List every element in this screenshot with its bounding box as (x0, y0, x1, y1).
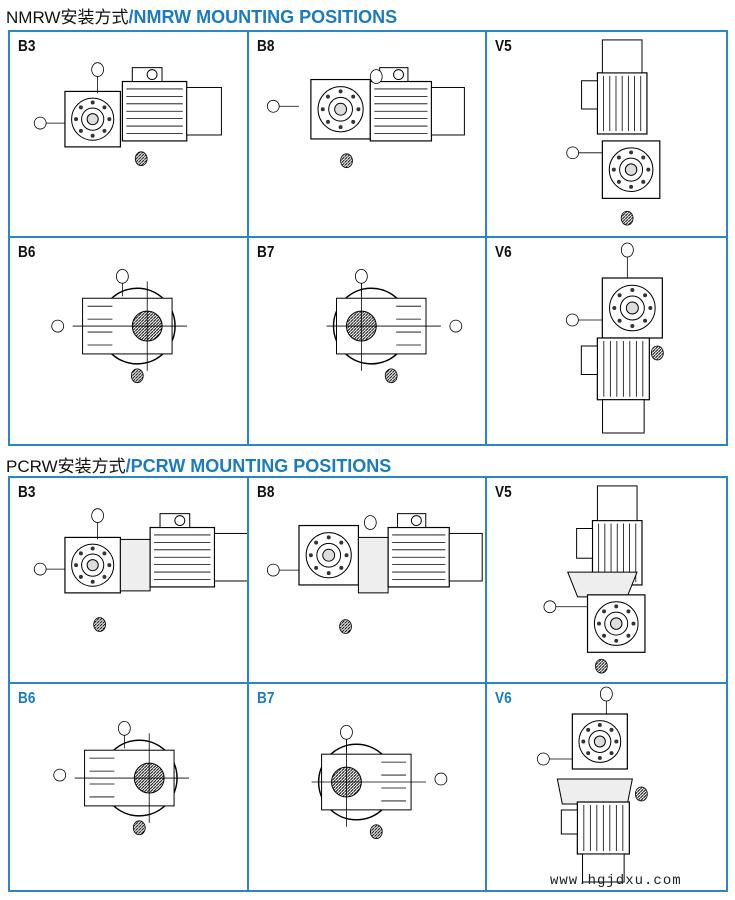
mounting-position-b6: B6 (10, 684, 249, 890)
motor-drawing (121, 67, 222, 142)
title-cn: NMRW安装方式 (6, 8, 129, 27)
motor-drawing (561, 801, 631, 883)
drain-plug-icon (384, 368, 398, 384)
motor-drawing (369, 67, 465, 142)
mounting-position-b8: B8 (248, 32, 488, 238)
mounting-diagram (33, 62, 222, 167)
position-label: B8 (256, 484, 275, 501)
end-view-drawing (311, 737, 426, 827)
mounting-position-b3: B3 (10, 478, 249, 684)
mounting-diagram (51, 269, 187, 384)
end-view-drawing (326, 281, 441, 371)
title-en: /PCRW MOUNTING POSITIONS (125, 456, 392, 476)
mounting-diagram (266, 513, 483, 634)
position-label: V6 (495, 244, 512, 261)
drain-plug-icon (134, 151, 148, 167)
mounting-diagram (33, 508, 247, 632)
gearbox-drawing (64, 90, 121, 148)
vent-plug-icon (339, 724, 353, 740)
mounting-position-b3: B3 (10, 32, 249, 238)
drain-plug-icon (595, 658, 609, 674)
level-plug-icon (566, 146, 580, 160)
drain-plug-icon (369, 824, 383, 840)
position-label: B7 (256, 690, 275, 707)
mounting-diagram (537, 686, 649, 883)
gearbox-drawing (602, 140, 661, 199)
mounting-position-b8: B8 (248, 478, 488, 684)
end-view-drawing (72, 281, 187, 371)
section-title-nmrw: NMRW安装方式/NMRW MOUNTING POSITIONS (6, 3, 397, 28)
mounting-diagram (266, 67, 465, 169)
vent-plug-icon (369, 69, 383, 84)
mounting-position-b7: B7 (249, 238, 488, 444)
level-plug-icon (543, 600, 557, 614)
mounting-position-b7: B7 (249, 684, 488, 890)
drain-plug-icon (338, 619, 352, 634)
mounting-diagram (53, 720, 189, 836)
mounting-diagram (566, 242, 665, 434)
title-cn: PCRW安装方式 (6, 457, 126, 476)
vent-plug-icon (354, 269, 368, 284)
mounting-position-v6: V6 (487, 238, 726, 444)
mounting-position-v6: V6 (487, 684, 726, 890)
motor-drawing (149, 513, 247, 588)
level-plug-icon (51, 319, 65, 333)
vent-plug-icon (117, 720, 131, 736)
vent-plug-icon (91, 62, 104, 77)
position-label: B7 (256, 244, 275, 261)
motor-drawing (387, 513, 483, 588)
position-label: B3 (18, 484, 36, 501)
motor-drawing (576, 485, 643, 586)
position-label: V5 (495, 484, 512, 501)
gearbox-drawing (64, 536, 121, 594)
level-plug-icon (266, 563, 280, 577)
end-view-drawing (74, 733, 189, 823)
drain-plug-icon (132, 820, 146, 836)
position-label: B8 (256, 38, 275, 55)
drain-plug-icon (93, 617, 106, 632)
motor-drawing (581, 337, 651, 434)
position-label: B6 (18, 244, 36, 261)
mounting-position-v5: V5 (487, 478, 726, 684)
level-plug-icon (33, 562, 47, 576)
level-plug-icon (537, 752, 551, 766)
gearbox-drawing (587, 594, 646, 653)
level-plug-icon (266, 99, 280, 113)
gearbox-drawing (602, 277, 664, 339)
vent-plug-icon (621, 242, 635, 258)
level-plug-icon (33, 116, 47, 130)
level-plug-icon (449, 319, 462, 333)
mounting-diagram (311, 724, 447, 840)
vent-plug-icon (115, 269, 129, 284)
position-label: V5 (495, 38, 512, 55)
mounting-position-v5: V5 (487, 32, 726, 238)
position-label: V6 (495, 690, 512, 707)
drain-plug-icon (339, 153, 353, 169)
vent-plug-icon (363, 515, 377, 530)
position-label: B6 (18, 690, 36, 707)
mounting-position-b6: B6 (10, 238, 249, 444)
section-title-pcrw: PCRW安装方式/PCRW MOUNTING POSITIONS (6, 452, 391, 477)
level-plug-icon (53, 768, 67, 782)
drain-plug-icon (130, 368, 144, 384)
position-label: B3 (18, 38, 36, 55)
gearbox-drawing (572, 713, 629, 770)
mounting-diagram (543, 485, 646, 674)
title-en: /NMRW MOUNTING POSITIONS (128, 7, 398, 27)
gearbox-drawing (309, 78, 371, 140)
drain-plug-icon (651, 345, 665, 361)
watermark: www.hgjdxu.com (550, 873, 682, 889)
mounting-diagram (566, 39, 661, 226)
level-plug-icon (566, 313, 580, 327)
mounting-diagram (326, 269, 462, 384)
level-plug-icon (434, 772, 447, 786)
drain-plug-icon (635, 786, 649, 802)
gearbox-drawing (298, 524, 359, 586)
vent-plug-icon (600, 686, 614, 702)
motor-drawing (581, 39, 648, 135)
drain-plug-icon (621, 210, 634, 226)
vent-plug-icon (91, 508, 104, 523)
